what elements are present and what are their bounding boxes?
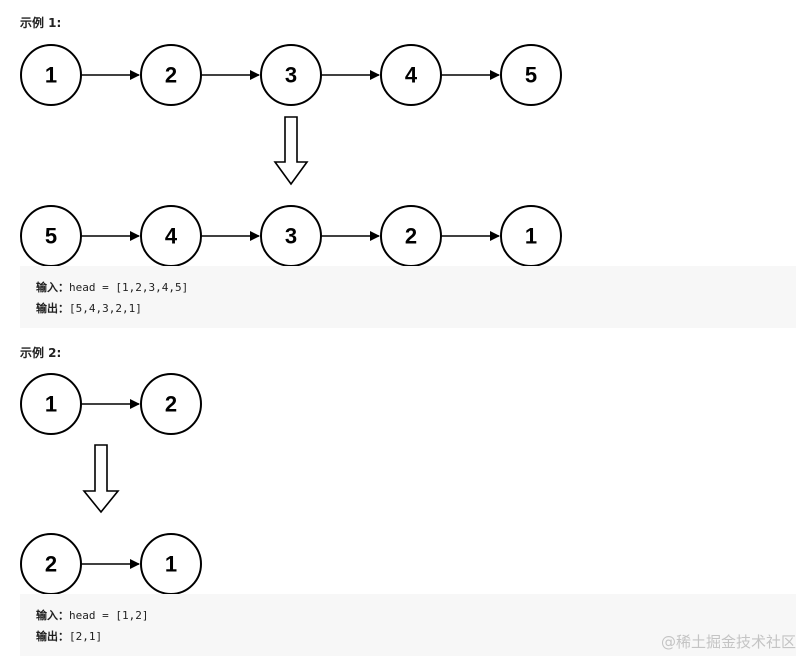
example-2-heading: 示例 2: [20, 346, 62, 360]
example-2-after-list: 2 1 [20, 533, 202, 595]
list-node: 4 [380, 44, 442, 106]
svg-text:2: 2 [405, 224, 417, 249]
list-node: 5 [500, 44, 562, 106]
example-2-before-list: 1 2 [20, 373, 202, 435]
watermark: @稀土掘金技术社区 [660, 633, 796, 651]
output-value: [5,4,3,2,1] [69, 302, 142, 315]
svg-text:3: 3 [285, 224, 297, 249]
input-label: 输入： [36, 281, 69, 294]
example-2-io-box: 输入：head = [1,2] 输出：[2,1] [20, 594, 796, 656]
svg-text:2: 2 [165, 392, 177, 417]
input-value: head = [1,2,3,4,5] [69, 281, 189, 294]
svg-text:1: 1 [165, 552, 177, 577]
output-value: [2,1] [69, 630, 103, 643]
list-node: 3 [260, 44, 322, 106]
list-node: 4 [140, 205, 202, 267]
list-node: 2 [380, 205, 442, 267]
list-node: 1 [500, 205, 562, 267]
down-arrow-icon [273, 116, 309, 186]
example-1-after-list: 5 4 3 2 1 [20, 205, 562, 267]
svg-text:1: 1 [45, 392, 57, 417]
svg-text:4: 4 [405, 63, 418, 88]
output-label: 输出： [36, 302, 69, 315]
example-1-io-box: 输入：head = [1,2,3,4,5] 输出：[5,4,3,2,1] [20, 266, 796, 328]
list-node: 2 [20, 533, 82, 595]
list-node: 5 [20, 205, 82, 267]
down-arrow-icon [82, 444, 120, 514]
list-node: 2 [140, 44, 202, 106]
svg-text:4: 4 [165, 224, 178, 249]
svg-text:2: 2 [165, 63, 177, 88]
svg-text:1: 1 [525, 224, 537, 249]
input-line: 输入：head = [1,2,3,4,5] [36, 277, 780, 298]
list-node: 1 [20, 44, 82, 106]
input-value: head = [1,2] [69, 609, 149, 622]
list-node: 2 [140, 373, 202, 435]
output-line: 输出：[2,1] [36, 626, 780, 647]
example-1-heading: 示例 1: [20, 16, 62, 30]
input-label: 输入： [36, 609, 69, 622]
svg-text:3: 3 [285, 63, 297, 88]
list-node: 1 [20, 373, 82, 435]
svg-text:2: 2 [45, 552, 57, 577]
svg-text:1: 1 [45, 63, 57, 88]
svg-text:5: 5 [45, 224, 57, 249]
svg-text:5: 5 [525, 63, 537, 88]
list-node: 3 [260, 205, 322, 267]
output-line: 输出：[5,4,3,2,1] [36, 298, 780, 319]
output-label: 输出： [36, 630, 69, 643]
example-1-before-list: 1 2 3 4 5 [20, 44, 562, 106]
list-node: 1 [140, 533, 202, 595]
input-line: 输入：head = [1,2] [36, 605, 780, 626]
